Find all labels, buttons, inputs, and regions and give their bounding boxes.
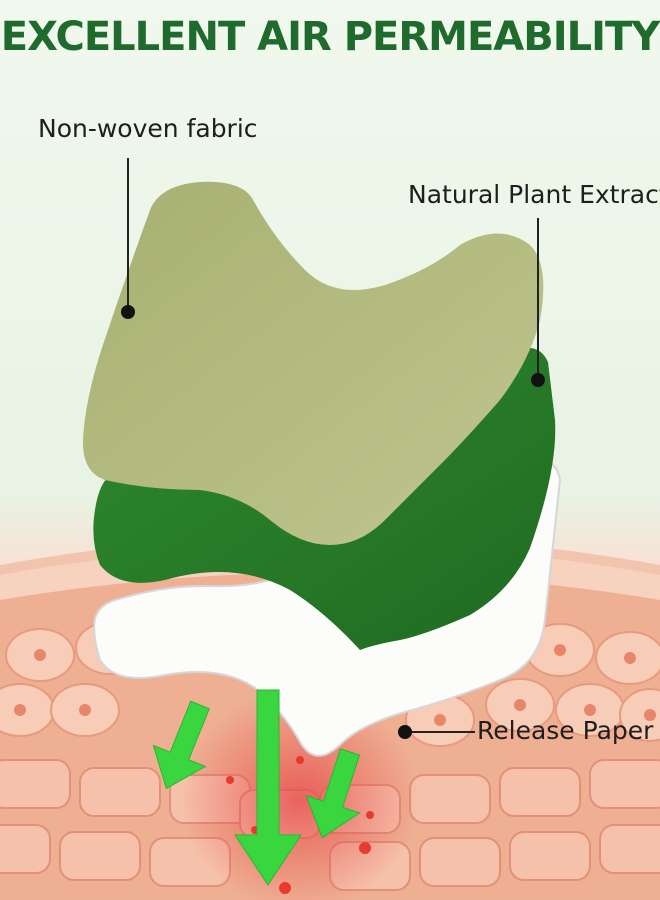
arrow-right	[305, 748, 361, 839]
label-pointers	[127, 158, 539, 733]
permeation-arrows	[152, 689, 361, 886]
label-non-woven-fabric: Non-woven fabric	[38, 114, 258, 143]
pointer-dot-plant-extract	[531, 373, 545, 387]
arrow-left	[152, 700, 210, 790]
label-release-paper: Release Paper	[477, 716, 654, 745]
label-natural-plant-extract: Natural Plant Extract	[408, 180, 660, 209]
arrow-center	[234, 689, 302, 886]
non-woven-fabric-layer	[82, 181, 544, 546]
page-title: EXCELLENT AIR PERMEABILITY	[0, 14, 660, 60]
pointer-dot-non-woven	[121, 305, 135, 319]
pointer-dot-release-paper	[398, 725, 412, 739]
